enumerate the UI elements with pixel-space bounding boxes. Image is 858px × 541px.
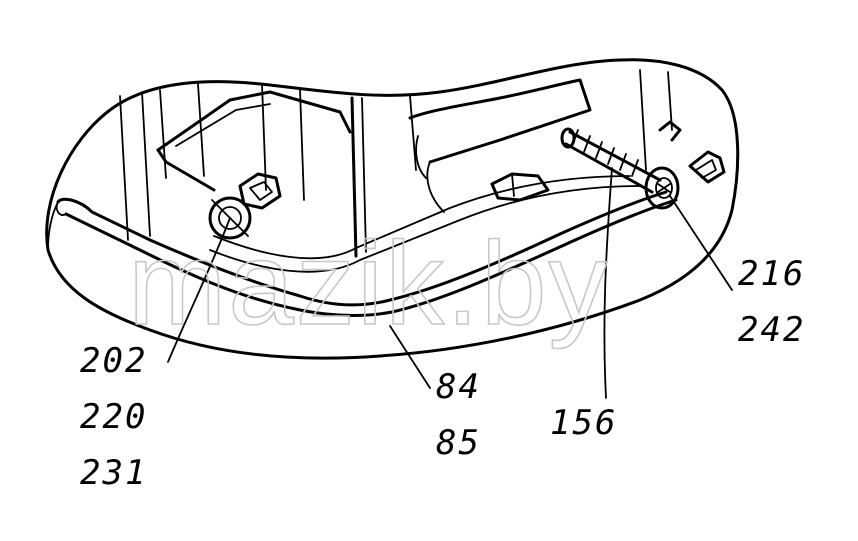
label-202: 202 [80, 341, 147, 381]
label-156: 156 [550, 403, 617, 443]
leader-84 [389, 325, 431, 389]
reference-numerals: 202 220 231 84 85 156 216 242 [80, 254, 805, 493]
hinge-clip [658, 120, 726, 184]
housing-outline [45, 58, 740, 360]
leader-156 [603, 167, 613, 399]
leader-216 [669, 195, 733, 291]
label-85: 85 [436, 423, 481, 463]
inner-frame [156, 78, 592, 213]
label-220: 220 [80, 397, 147, 437]
label-231: 231 [80, 453, 147, 493]
tray-rim [47, 175, 678, 318]
watermark-text: mazik.by [128, 218, 610, 350]
leader-lines [167, 167, 733, 399]
label-216: 216 [738, 254, 805, 294]
threaded-bolt [560, 127, 680, 210]
label-242: 242 [738, 310, 805, 350]
leader-202 [167, 217, 231, 363]
label-84: 84 [436, 367, 481, 407]
